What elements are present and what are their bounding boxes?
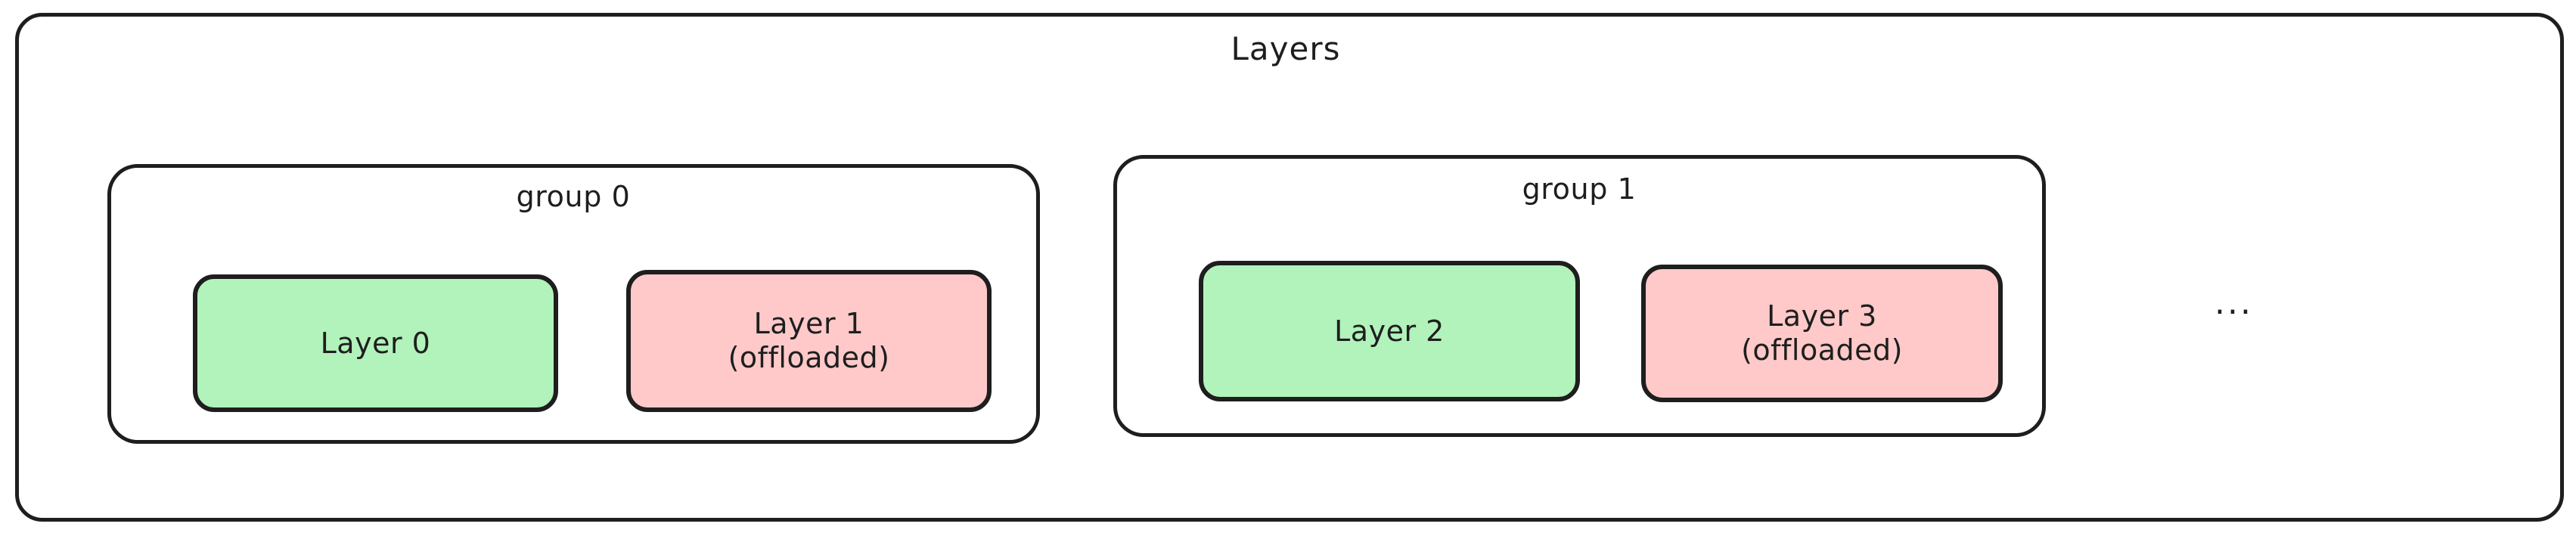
group-title-1: group 1 xyxy=(1522,172,1637,206)
layer-chip-layer-2[interactable]: Layer 2 xyxy=(1199,261,1580,401)
page-title: Layers xyxy=(1231,30,1341,67)
layer-chip-layer-3[interactable]: Layer 3 (offloaded) xyxy=(1641,265,2003,402)
layer-chip-label: Layer 0 xyxy=(320,326,431,360)
layer-chip-label: Layer 3 (offloaded) xyxy=(1741,299,1903,367)
layer-chip-label: Layer 2 xyxy=(1334,314,1445,348)
layer-chip-layer-0[interactable]: Layer 0 xyxy=(193,274,558,412)
layer-chip-label: Layer 1 (offloaded) xyxy=(728,307,890,374)
group-title-0: group 0 xyxy=(516,180,631,213)
layer-chip-layer-1[interactable]: Layer 1 (offloaded) xyxy=(626,270,992,412)
ellipsis-icon: ... xyxy=(2214,283,2253,322)
group-container-1 xyxy=(1113,155,2046,437)
group-container-0 xyxy=(107,164,1040,444)
layers-container xyxy=(15,13,2564,522)
